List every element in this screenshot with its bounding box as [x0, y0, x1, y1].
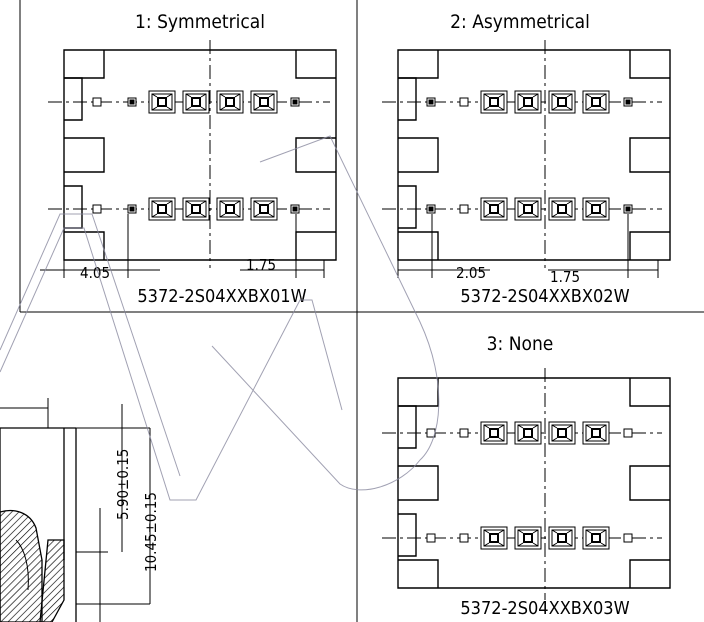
part-number: 5372-2S04XXBX02W: [460, 286, 629, 307]
dim-inner-height: 5.90±0.15: [114, 449, 132, 520]
watermark: [0, 135, 440, 501]
part-number: 5372-2S04XXBX01W: [137, 286, 306, 307]
dim-right: 1.75: [246, 256, 276, 274]
panel-symmetrical: 1: Symmetrical 4.05 1.75 5372-2S04XXBX01…: [40, 11, 337, 307]
panel-title: 3: None: [487, 333, 554, 355]
grid-lines: [19, 0, 704, 622]
panel-title: 2: Asymmetrical: [450, 11, 590, 33]
panel-asymmetrical: 2: Asymmetrical 2.05 1.75 5372-2S04XXBX0…: [382, 11, 671, 307]
dim-left: 2.05: [456, 264, 486, 282]
dim-outer-height: 10.45±0.15: [142, 492, 160, 572]
side-view: [0, 398, 151, 622]
dim-left: 4.05: [80, 264, 110, 282]
dim-right: 1.75: [550, 268, 580, 286]
panel-title: 1: Symmetrical: [135, 11, 265, 33]
part-number: 5372-2S04XXBX03W: [460, 598, 629, 619]
panel-none: 3: None 5372-2S04XXBX03W: [382, 333, 671, 619]
